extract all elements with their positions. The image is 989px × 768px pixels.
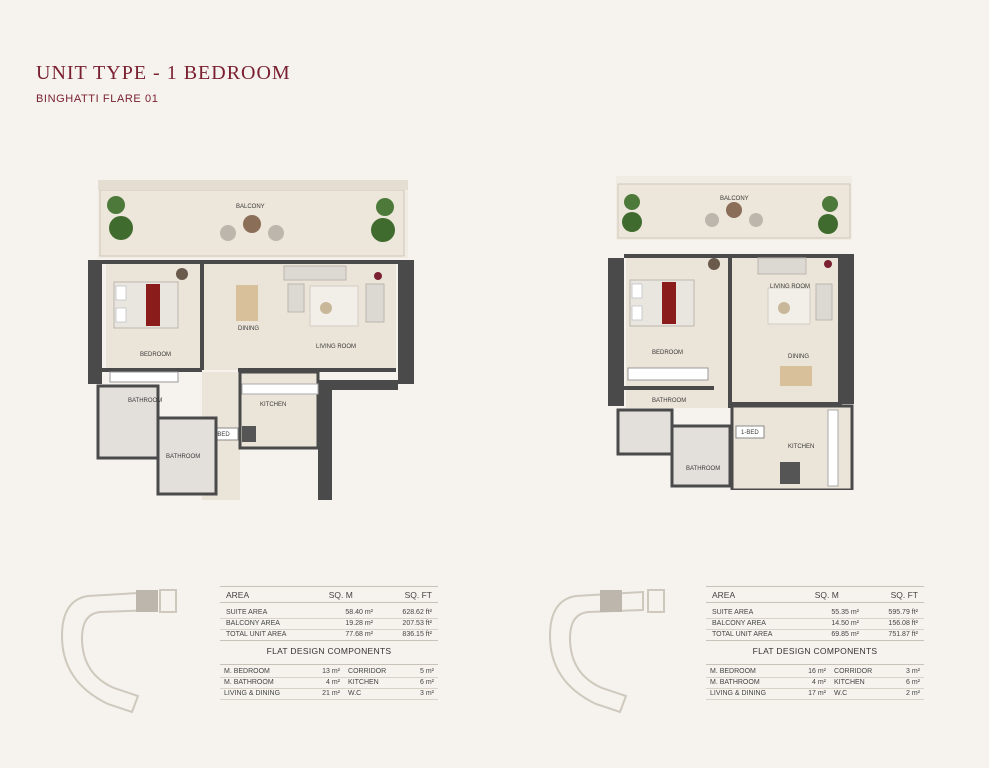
comp-label: LIVING & DINING <box>706 688 795 700</box>
row-label: TOTAL UNIT AREA <box>706 629 809 641</box>
sofa-icon <box>283 265 385 327</box>
room-label-bedroom: BEDROOM <box>652 350 683 356</box>
floor-plan-2: BALCONY BEDROOM LIVING ROOM DINING BATHR… <box>608 170 868 490</box>
row-sqft: 207.53 ft² <box>378 618 438 630</box>
room-label-living: LIVING ROOM <box>770 284 810 290</box>
comp-label: LIVING & DINING <box>220 688 309 700</box>
row-label: SUITE AREA <box>220 602 323 619</box>
row-sqm: 58.40 m² <box>322 602 379 619</box>
col-sqft: SQ. FT <box>864 586 924 603</box>
comp-value: 6 m² <box>407 677 438 689</box>
building-keymap-icon <box>548 586 673 721</box>
row-sqft: 156.08 ft² <box>864 618 924 630</box>
chair-icon <box>220 215 284 241</box>
bed-icon <box>113 281 179 329</box>
chair-icon <box>705 202 763 227</box>
room-label-bathroom-2: BATHROOM <box>166 454 200 460</box>
row-sqft: 595.79 ft² <box>864 602 924 619</box>
table-icon <box>236 285 258 321</box>
row-label: TOTAL UNIT AREA <box>220 629 323 641</box>
comp-value: 13 m² <box>308 664 345 678</box>
comp-label: CORRIDOR <box>344 664 408 678</box>
row-sqft: 628.62 ft² <box>378 602 438 619</box>
room-label-living: LIVING ROOM <box>316 344 356 350</box>
row-sqft: 836.15 ft² <box>378 629 438 641</box>
comp-label: M. BEDROOM <box>220 664 309 678</box>
comp-label: KITCHEN <box>830 677 894 689</box>
page-title: UNIT TYPE - 1 BEDROOM <box>36 62 291 84</box>
col-sqm: SQ. M <box>322 586 379 603</box>
plant-icon <box>818 196 838 234</box>
col-sqm: SQ. M <box>808 586 865 603</box>
row-label: BALCONY AREA <box>706 618 809 630</box>
row-sqm: 14.50 m² <box>808 618 865 630</box>
comp-label: KITCHEN <box>344 677 408 689</box>
comp-label: W.C <box>344 688 408 700</box>
components-title-2: FLAT DESIGN COMPONENTS <box>752 646 878 656</box>
components-table-1: M. BEDROOM 13 m² CORRIDOR 5 m² M. BATHRO… <box>220 664 438 700</box>
comp-value: 4 m² <box>308 677 345 689</box>
room-label-bathroom-2: BATHROOM <box>686 466 720 472</box>
plant-icon <box>622 194 642 232</box>
plant-icon <box>107 196 133 240</box>
room-label-kitchen: KITCHEN <box>788 444 814 450</box>
row-label: SUITE AREA <box>706 602 809 619</box>
row-sqft: 751.87 ft² <box>864 629 924 641</box>
col-area: AREA <box>220 586 323 603</box>
room-label-bathroom-1: BATHROOM <box>128 398 162 404</box>
comp-value: 2 m² <box>893 688 924 700</box>
room-label-kitchen: KITCHEN <box>260 402 286 408</box>
room-label-dining: DINING <box>238 326 259 332</box>
comp-label: W.C <box>830 688 894 700</box>
comp-value: 17 m² <box>794 688 831 700</box>
row-sqm: 77.68 m² <box>322 629 379 641</box>
row-sqm: 19.28 m² <box>322 618 379 630</box>
components-table-2: M. BEDROOM 16 m² CORRIDOR 3 m² M. BATHRO… <box>706 664 924 700</box>
comp-value: 16 m² <box>794 664 831 678</box>
comp-value: 3 m² <box>893 664 924 678</box>
area-table-1: AREA SQ. M SQ. FT SUITE AREA 58.40 m² 62… <box>220 586 438 641</box>
room-label-bedroom: BEDROOM <box>140 352 171 358</box>
building-keymap-icon <box>60 586 185 721</box>
col-sqft: SQ. FT <box>378 586 438 603</box>
room-label-balcony: BALCONY <box>720 196 749 202</box>
plant-icon <box>371 198 395 242</box>
room-label-dining: DINING <box>788 354 809 360</box>
row-label: BALCONY AREA <box>220 618 323 630</box>
table-icon <box>780 366 812 386</box>
comp-value: 6 m² <box>893 677 924 689</box>
comp-label: M. BEDROOM <box>706 664 795 678</box>
bed-icon <box>629 279 695 327</box>
room-tag-1bed: 1-BED <box>212 432 230 438</box>
row-sqm: 55.35 m² <box>808 602 865 619</box>
comp-label: M. BATHROOM <box>706 677 795 689</box>
floor-plan-1: BALCONY BEDROOM DINING LIVING ROOM BATHR… <box>88 180 423 500</box>
room-label-bathroom-1: BATHROOM <box>652 398 686 404</box>
comp-label: M. BATHROOM <box>220 677 309 689</box>
comp-value: 21 m² <box>308 688 345 700</box>
comp-value: 5 m² <box>407 664 438 678</box>
comp-label: CORRIDOR <box>830 664 894 678</box>
comp-value: 3 m² <box>407 688 438 700</box>
row-sqm: 69.85 m² <box>808 629 865 641</box>
room-label-balcony: BALCONY <box>236 204 265 210</box>
comp-value: 4 m² <box>794 677 831 689</box>
sofa-icon <box>757 257 833 325</box>
area-table-2: AREA SQ. M SQ. FT SUITE AREA 55.35 m² 59… <box>706 586 924 641</box>
components-title-1: FLAT DESIGN COMPONENTS <box>266 646 392 656</box>
room-tag-1bed: 1-BED <box>741 430 759 436</box>
page-subtitle: BINGHATTI FLARE 01 <box>36 93 159 105</box>
col-area: AREA <box>706 586 809 603</box>
